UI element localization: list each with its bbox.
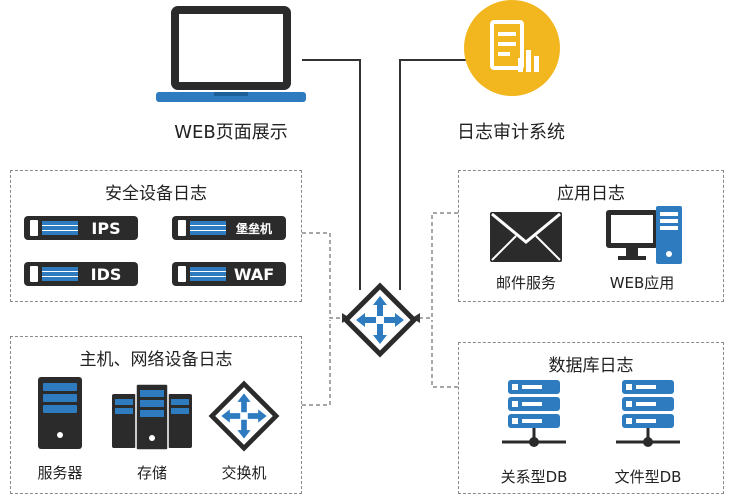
desktop-icon	[606, 206, 682, 264]
database-icon	[498, 380, 570, 452]
log-audit-label: 日志审计系统	[457, 122, 565, 143]
relational-db-label: 关系型DB	[500, 468, 568, 486]
line-host	[302, 320, 331, 406]
bastion-label: 堡垒机	[236, 221, 272, 236]
waf-label: WAF	[234, 265, 274, 284]
router-icon	[342, 282, 418, 358]
database-icon	[612, 380, 684, 452]
host-network-logs-box: 主机、网络设备日志	[10, 336, 302, 494]
app-logs-box: 应用日志	[458, 170, 724, 302]
bastion-device-icon: 堡垒机	[172, 216, 286, 240]
waf-device-icon: WAF	[172, 262, 286, 286]
server-icon	[38, 377, 82, 449]
security-logs-box: 安全设备日志	[10, 170, 302, 302]
storage-icon	[112, 383, 192, 451]
line-log-audit	[399, 59, 466, 290]
switch-label: 交换机	[221, 464, 267, 482]
web-app-label: WEB应用	[609, 274, 675, 292]
ids-label: IDS	[91, 265, 122, 284]
arrow-right-in	[412, 313, 420, 323]
line-security	[302, 232, 342, 319]
db-logs-title: 数据库日志	[548, 356, 634, 376]
db-logs-box: 数据库日志	[458, 342, 724, 494]
security-logs-title: 安全设备日志	[105, 184, 207, 204]
mail-service-label: 邮件服务	[495, 274, 556, 292]
laptop-icon	[156, 4, 306, 108]
line-db	[431, 320, 458, 388]
line-web-display	[302, 59, 361, 290]
file-db-label: 文件型DB	[614, 468, 682, 486]
mail-icon	[490, 212, 562, 262]
log-audit-icon	[462, 0, 562, 100]
ids-device-icon: IDS	[24, 262, 138, 286]
line-app	[420, 212, 458, 319]
ips-label: IPS	[91, 219, 120, 238]
app-logs-title: 应用日志	[557, 184, 625, 204]
server-label: 服务器	[37, 464, 83, 482]
storage-label: 存储	[136, 464, 167, 482]
switch-icon	[208, 380, 280, 452]
web-display-label: WEB页面展示	[174, 122, 288, 143]
host-network-logs-title: 主机、网络设备日志	[79, 350, 233, 370]
ips-device-icon: IPS	[24, 216, 138, 240]
